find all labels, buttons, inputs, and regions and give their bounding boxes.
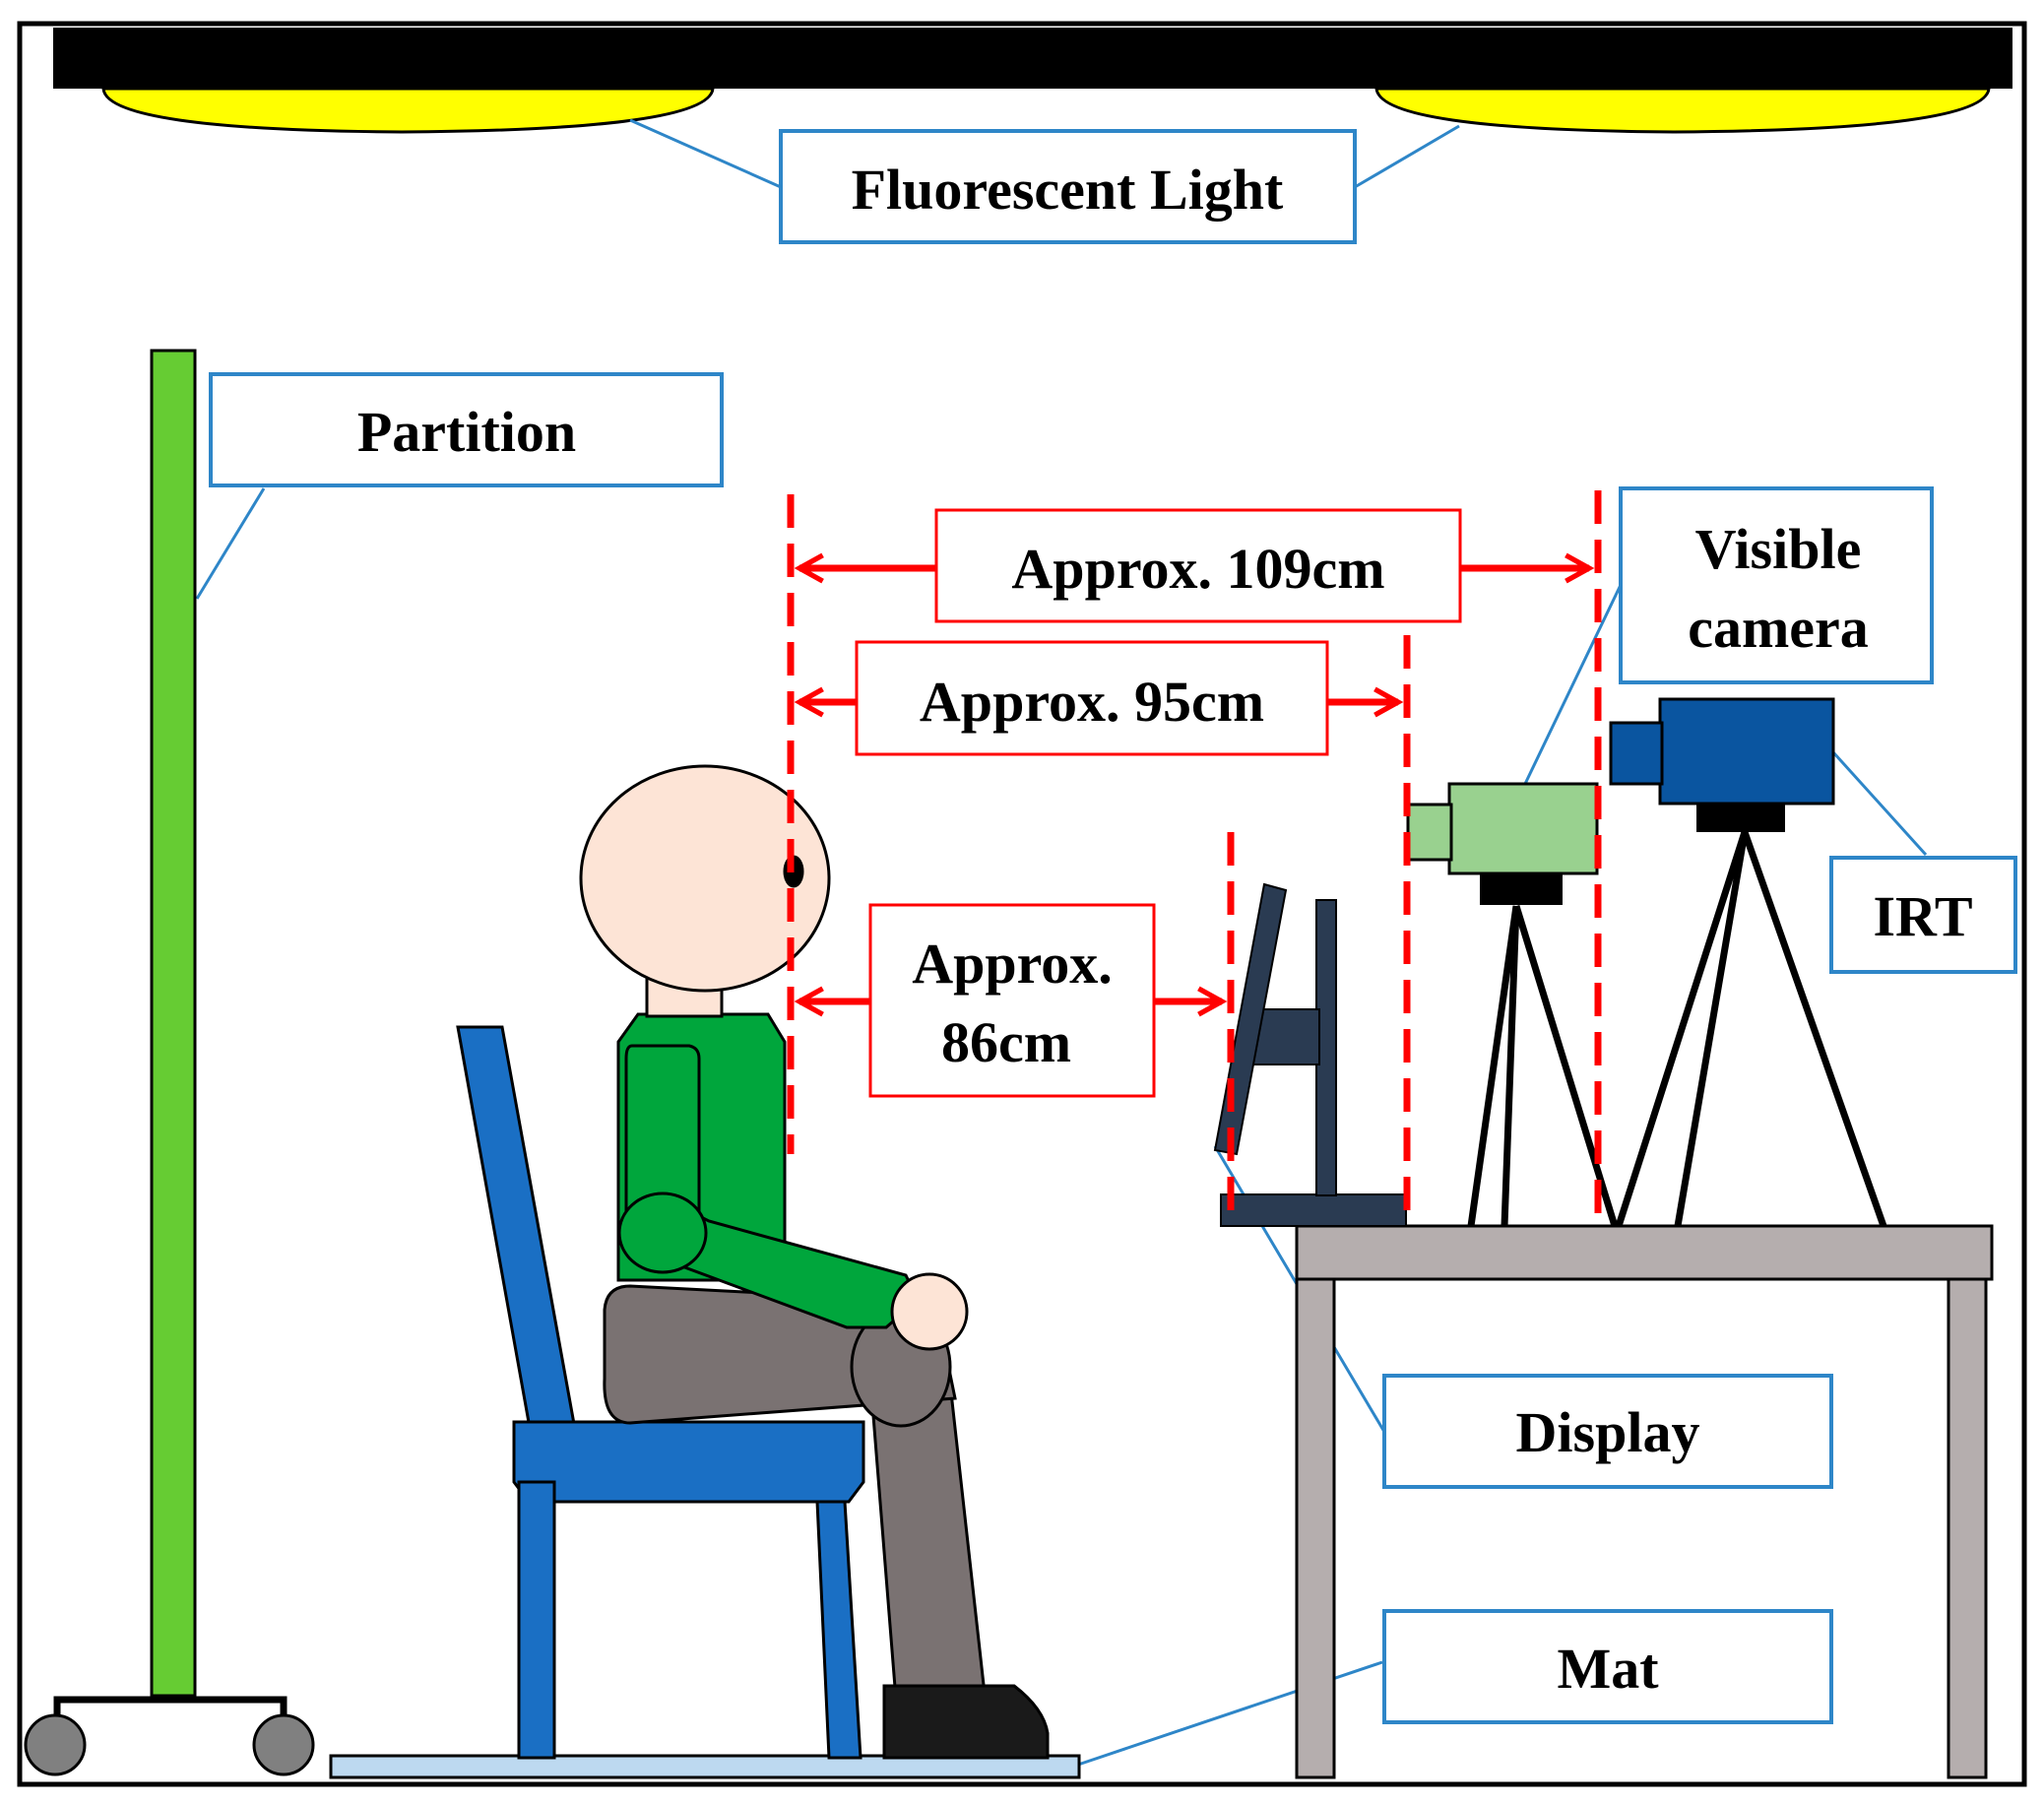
reference-lines: [787, 490, 1602, 1226]
irt-camera-assembly: [1609, 697, 1887, 1228]
callout-box-mat: [1382, 1609, 1833, 1724]
chair-front-leg: [517, 1480, 556, 1760]
irt-tripod-leg-3: [1741, 830, 1887, 1228]
visible-camera-assembly: [1406, 782, 1619, 1228]
partition-wheel-left: [24, 1713, 87, 1776]
label-visible-camera-line2: camera: [1688, 596, 1869, 660]
fluorescent-light-left: [101, 87, 715, 134]
irt-camera-lens: [1609, 721, 1664, 786]
leader-partition: [195, 487, 266, 600]
distance-label-95: Approx. 95cm: [920, 670, 1264, 734]
leader-light-left: [629, 118, 782, 189]
label-partition: Partition: [357, 400, 576, 464]
desk-top: [1295, 1224, 1994, 1281]
person-head: [579, 764, 831, 993]
irt-tripod-leg-2: [1674, 831, 1749, 1227]
label-visible-camera-line1: Visible: [1695, 517, 1862, 581]
visible-tripod-leg-3: [1512, 904, 1619, 1228]
irt-tripod-leg-1: [1615, 830, 1749, 1228]
person: [579, 764, 1050, 1760]
visible-camera-mount: [1480, 873, 1563, 905]
distance-box-109: [934, 508, 1462, 623]
callout-boxes: [209, 129, 2017, 1724]
chair: [456, 1025, 865, 1760]
irt-camera-tripod: [1615, 830, 1887, 1228]
partition-base: [53, 1696, 287, 1725]
visible-camera-lens: [1406, 803, 1453, 862]
visible-tripod-leg-1: [1467, 905, 1520, 1227]
desk-leg-right: [1947, 1277, 1988, 1779]
mat: [329, 1754, 1081, 1779]
partition-pole: [150, 349, 197, 1698]
callout-box-partition: [209, 372, 724, 487]
fluorescent-light-right: [1374, 87, 1991, 134]
label-fluorescent-light: Fluorescent Light: [852, 158, 1284, 222]
person-shoe: [882, 1684, 1050, 1760]
callout-box-display: [1382, 1374, 1833, 1489]
callout-box-irt: [1829, 856, 2017, 974]
visible-tripod-leg-2: [1501, 905, 1520, 1227]
irt-camera-mount: [1696, 803, 1785, 832]
distance-boxes: [855, 508, 1462, 1098]
chair-seat: [512, 1420, 865, 1504]
person-hand: [890, 1272, 969, 1351]
distance-label-109: Approx. 109cm: [1011, 537, 1384, 601]
distance-box-95: [855, 640, 1329, 756]
leader-light-right: [1354, 124, 1460, 189]
ceiling-bar: [53, 28, 2012, 89]
distance-label-86-line2: 86cm: [941, 1010, 1071, 1074]
label-irt: IRT: [1873, 884, 1972, 948]
chair-back-leg: [815, 1500, 862, 1760]
irt-camera-body: [1658, 697, 1835, 806]
distance-label-86-line1: Approx.: [912, 932, 1113, 996]
leader-irt: [1831, 750, 1928, 857]
visible-camera-body: [1447, 782, 1599, 875]
label-display: Display: [1516, 1400, 1700, 1464]
callout-box-fluorescent-light: [779, 129, 1357, 244]
callout-box-visible-camera: [1619, 486, 1934, 684]
monitor-base: [1220, 1193, 1407, 1227]
visible-camera-tripod: [1467, 904, 1619, 1228]
leader-visible-camera: [1523, 584, 1623, 785]
desk: [1295, 1224, 1994, 1779]
label-mat: Mat: [1557, 1637, 1659, 1701]
distance-arrows: [799, 568, 1589, 1001]
partition-wheel-right: [252, 1713, 315, 1776]
distance-box-86: [868, 903, 1156, 1098]
desk-leg-left: [1295, 1277, 1336, 1779]
person-elbow: [617, 1192, 708, 1274]
